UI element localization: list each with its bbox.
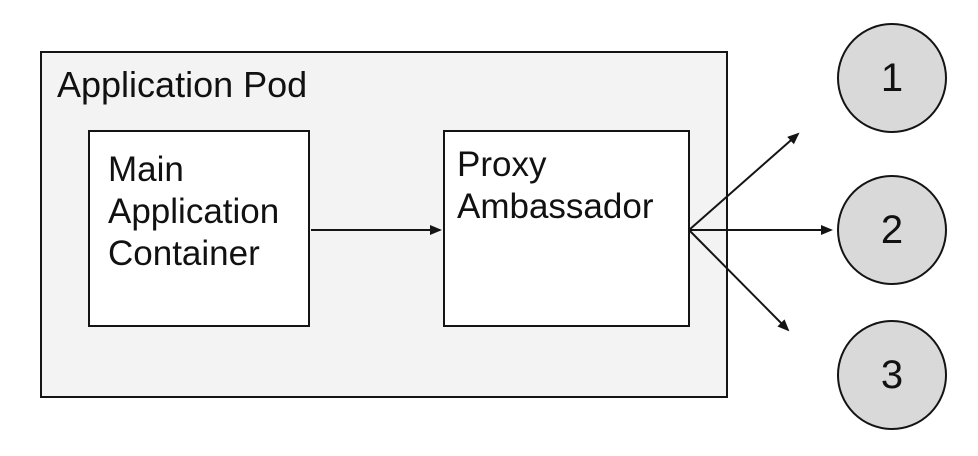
endpoint-3-label: 3 [880,352,904,397]
endpoint-circle-3: 3 [837,320,947,430]
proxy-ambassador-label: Proxy Ambassador [457,145,654,226]
node-proxy-ambassador: Proxy Ambassador [443,130,690,327]
application-pod-label: Application Pod [57,64,308,105]
endpoint-circle-2: 2 [837,175,947,285]
endpoint-2-label: 2 [880,207,904,252]
main-application-container-label: Main Application Container [108,150,280,273]
node-main-application-container: Main Application Container [88,130,310,327]
endpoint-1-label: 1 [880,55,904,100]
endpoint-circle-1: 1 [837,23,947,133]
